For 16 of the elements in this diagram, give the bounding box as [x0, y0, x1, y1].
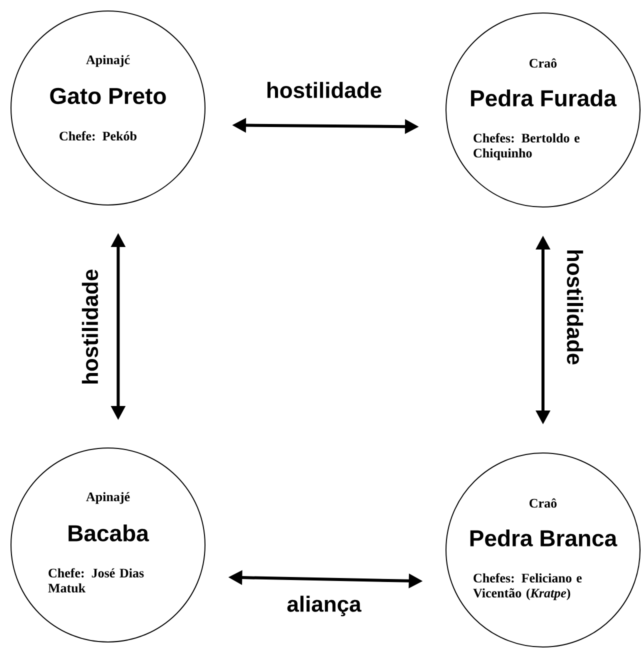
- edge-label: hostilidade: [267, 82, 382, 98]
- village-name: Gato Preto: [50, 88, 166, 104]
- village-name: Bacaba: [68, 524, 150, 542]
- tribe-name: Craô: [530, 58, 557, 68]
- tribe-name: Craô: [530, 498, 557, 508]
- chief-names: Chefes: Feliciano e Vicentão (Kratpe): [473, 573, 582, 600]
- tribe-name: Apinajć: [86, 55, 130, 67]
- village-name: Pedra Branca: [470, 530, 618, 546]
- tribe-name: Apinajé: [86, 492, 130, 504]
- edge-label: hostilidade: [566, 250, 584, 364]
- edge-label: hostilidade: [82, 270, 98, 384]
- chief-names: Chefe: Pekób: [60, 131, 136, 141]
- edge-label: aliança: [287, 596, 362, 616]
- chief-names: Chefe: José Dias Matuk: [48, 568, 144, 592]
- village-name: Pedra Furada: [471, 90, 617, 106]
- chief-names: Chefes: Bertoldo e Chiquinho: [474, 133, 580, 160]
